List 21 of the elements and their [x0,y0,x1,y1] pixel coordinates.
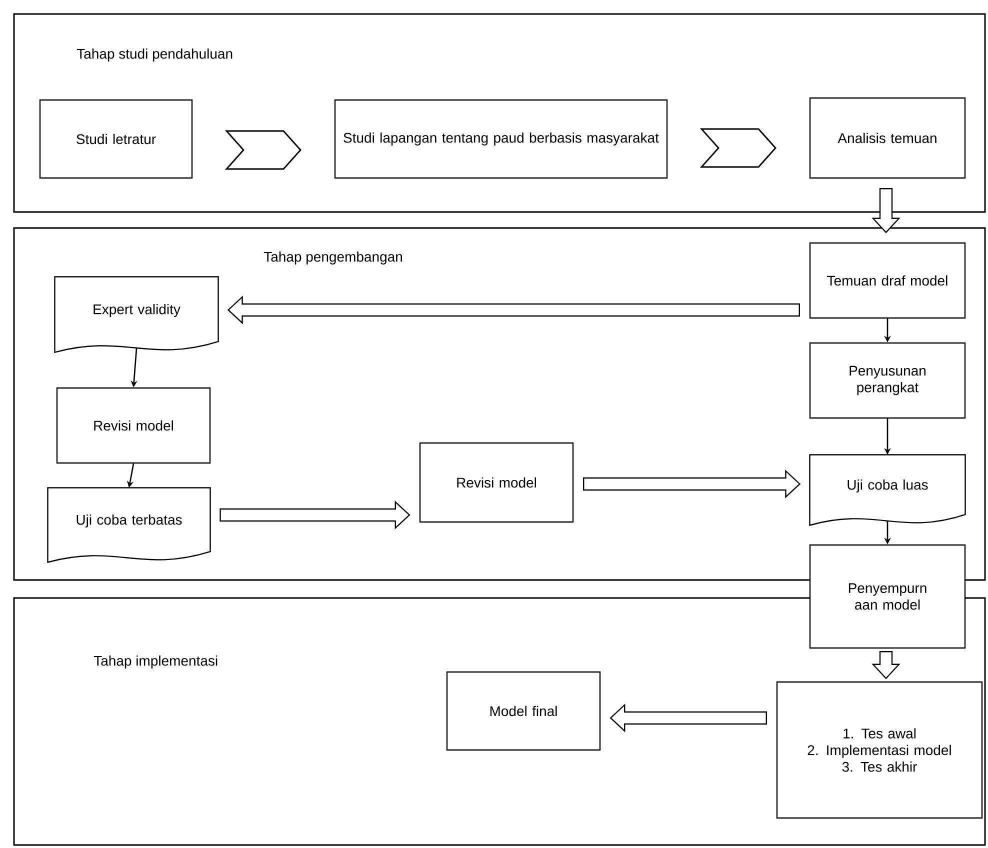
process-box: Temuan draf model [809,242,966,319]
document-box: Uji coba luas [809,454,966,526]
process-box: Studi letratur [39,99,193,179]
chevron-arrow [700,128,776,168]
block-arrow [872,651,900,680]
document-box: Expert validity [54,276,219,353]
process-box: 1. Tes awal 2. Implementasi model 3. Tes akhir [776,681,983,819]
process-box: Analisis temuan [809,97,966,179]
process-box: Penyempurn aan model [809,544,966,649]
block-arrow [583,470,801,498]
block-arrow [872,188,900,234]
process-box: Studi lapangan tentang paud berbasis masyarakat [334,99,668,179]
process-box: Model final [446,671,601,751]
block-arrow [227,296,800,324]
block-arrow [220,500,410,530]
process-box: Penyusunan perangkat [809,342,966,419]
process-box: Revisi model [56,387,211,464]
document-box: Uji coba terbatas [47,487,211,563]
chevron-arrow [224,130,302,170]
block-arrow [610,704,767,732]
process-box: Revisi model [419,442,574,523]
